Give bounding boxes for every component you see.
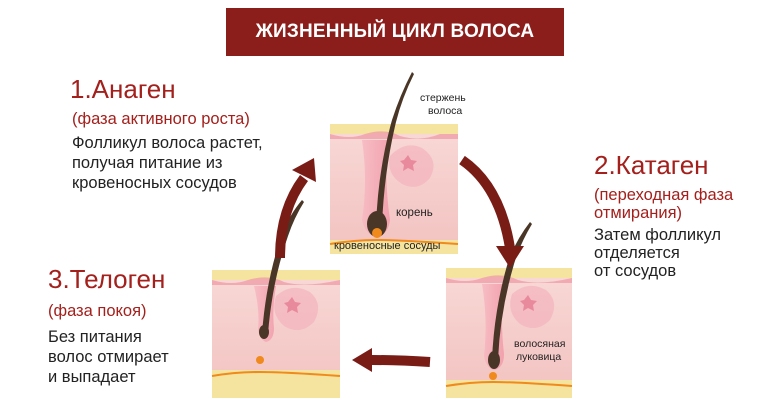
- anagen-heading: 1.Анаген: [70, 74, 176, 104]
- catagen-description-line: от сосудов: [594, 262, 677, 280]
- root-label: корень: [396, 207, 433, 219]
- anagen-description-line: получая питание из: [72, 154, 223, 172]
- anagen-description-line: кровеносных сосудов: [72, 174, 237, 192]
- telogen-description-line: и выпадает: [48, 368, 136, 386]
- blood-vessels-label: кровеносные сосуды: [334, 240, 441, 252]
- catagen-subtitle-line: отмирания): [594, 204, 683, 222]
- telogen-subtitle: (фаза покоя): [48, 302, 147, 320]
- catagen-subtitle-line: (переходная фаза: [594, 186, 734, 204]
- catagen-heading: 2.Катаген: [594, 150, 709, 180]
- anagen-subtitle: (фаза активного роста): [72, 110, 250, 128]
- anagen-illustration: [329, 72, 459, 254]
- telogen-heading: 3.Телоген: [48, 264, 166, 294]
- catagen-illustration: [445, 222, 573, 398]
- bulb-label-line: волосяная: [514, 338, 566, 350]
- telogen-description-line: волос отмирает: [48, 348, 169, 366]
- catagen-description-line: отделяется: [594, 244, 680, 262]
- cycle-arrows: [275, 155, 524, 372]
- title-banner: ЖИЗНЕННЫЙ ЦИКЛ ВОЛОСА: [226, 8, 564, 56]
- telogen-illustration: [211, 200, 341, 398]
- shaft-label-line: стержень: [420, 92, 466, 104]
- shaft-label-line: волоса: [428, 105, 463, 117]
- telogen-description-line: Без питания: [48, 328, 142, 346]
- bulb-label-line: луковица: [516, 351, 562, 363]
- catagen-description-line: Затем фолликул: [594, 226, 722, 244]
- page-title: ЖИЗНЕННЫЙ ЦИКЛ ВОЛОСА: [255, 21, 535, 42]
- anagen-description-line: Фолликул волоса растет,: [72, 134, 263, 152]
